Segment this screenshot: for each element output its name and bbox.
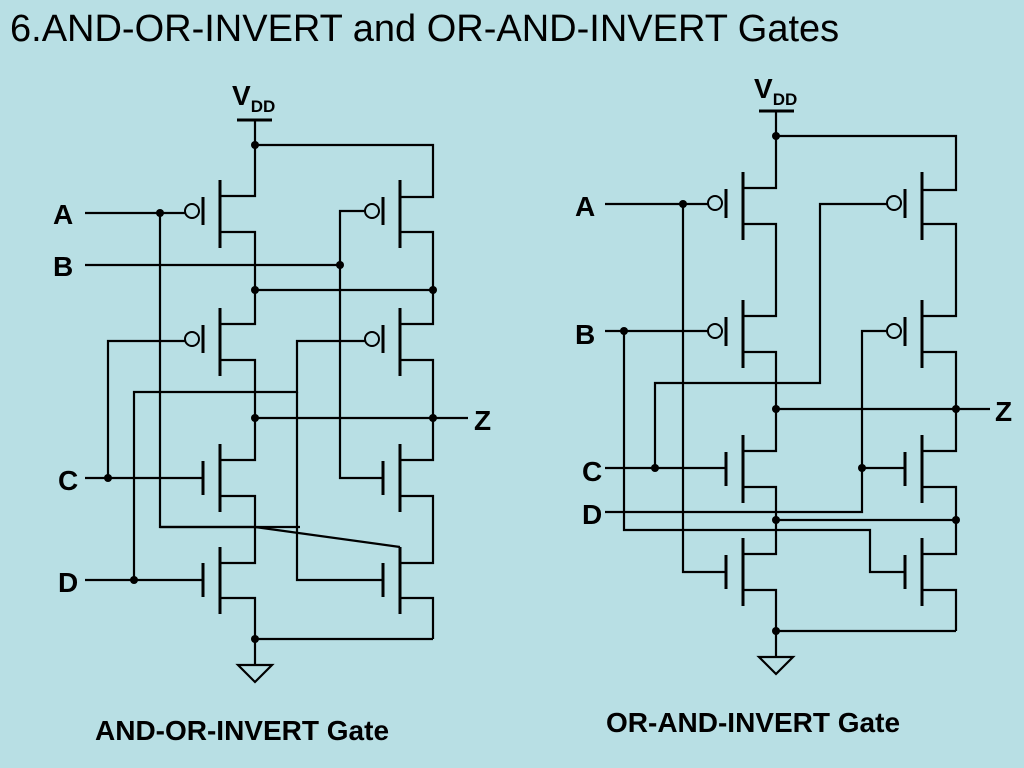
oai-caption: OR-AND-INVERT Gate [606, 707, 900, 738]
slide-title: 6.AND-OR-INVERT and OR-AND-INVERT Gates [10, 8, 840, 50]
aoi-ground-symbol [235, 663, 275, 684]
oai-circuit: VDD [575, 73, 1012, 738]
aoi-pmos-c [184, 290, 257, 418]
oai-pmos-b [707, 282, 778, 409]
aoi-circuit: VDD [53, 80, 491, 746]
aoi-input-b-label: B [53, 251, 73, 282]
oai-nmos-d [903, 409, 958, 520]
oai-input-a-label: A [575, 191, 595, 222]
oai-nmos-a [724, 520, 778, 631]
aoi-nmos-c [201, 418, 257, 547]
aoi-output-label: Z [474, 405, 491, 436]
aoi-input-c-label: C [58, 465, 78, 496]
aoi-nmos-d [201, 547, 257, 639]
aoi-pmos-b [364, 180, 435, 290]
oai-nmos-c [724, 409, 778, 520]
aoi-nmos-b [381, 418, 435, 547]
aoi-pmos-d [364, 290, 435, 418]
oai-pmos-d [886, 282, 958, 409]
oai-ground-symbol [756, 655, 796, 676]
oai-input-c-label: C [582, 456, 602, 487]
oai-output-label: Z [995, 396, 1012, 427]
aoi-caption: AND-OR-INVERT Gate [95, 715, 389, 746]
aoi-nmos-a [381, 547, 435, 639]
aoi-input-a-label: A [53, 199, 73, 230]
aoi-input-d-label: D [58, 567, 78, 598]
oai-input-b-label: B [575, 319, 595, 350]
oai-vdd-label: VDD [754, 73, 797, 109]
oai-nmos-b [903, 520, 958, 631]
oai-wire-d [605, 466, 905, 514]
aoi-pmos-a [184, 145, 257, 290]
oai-vdd-rail [774, 111, 958, 192]
aoi-vdd-label: VDD [232, 80, 275, 116]
oai-input-d-label: D [582, 499, 602, 530]
aoi-vdd-rail [253, 120, 435, 199]
oai-pmos-a [707, 136, 778, 282]
oai-pmos-c [886, 172, 958, 282]
